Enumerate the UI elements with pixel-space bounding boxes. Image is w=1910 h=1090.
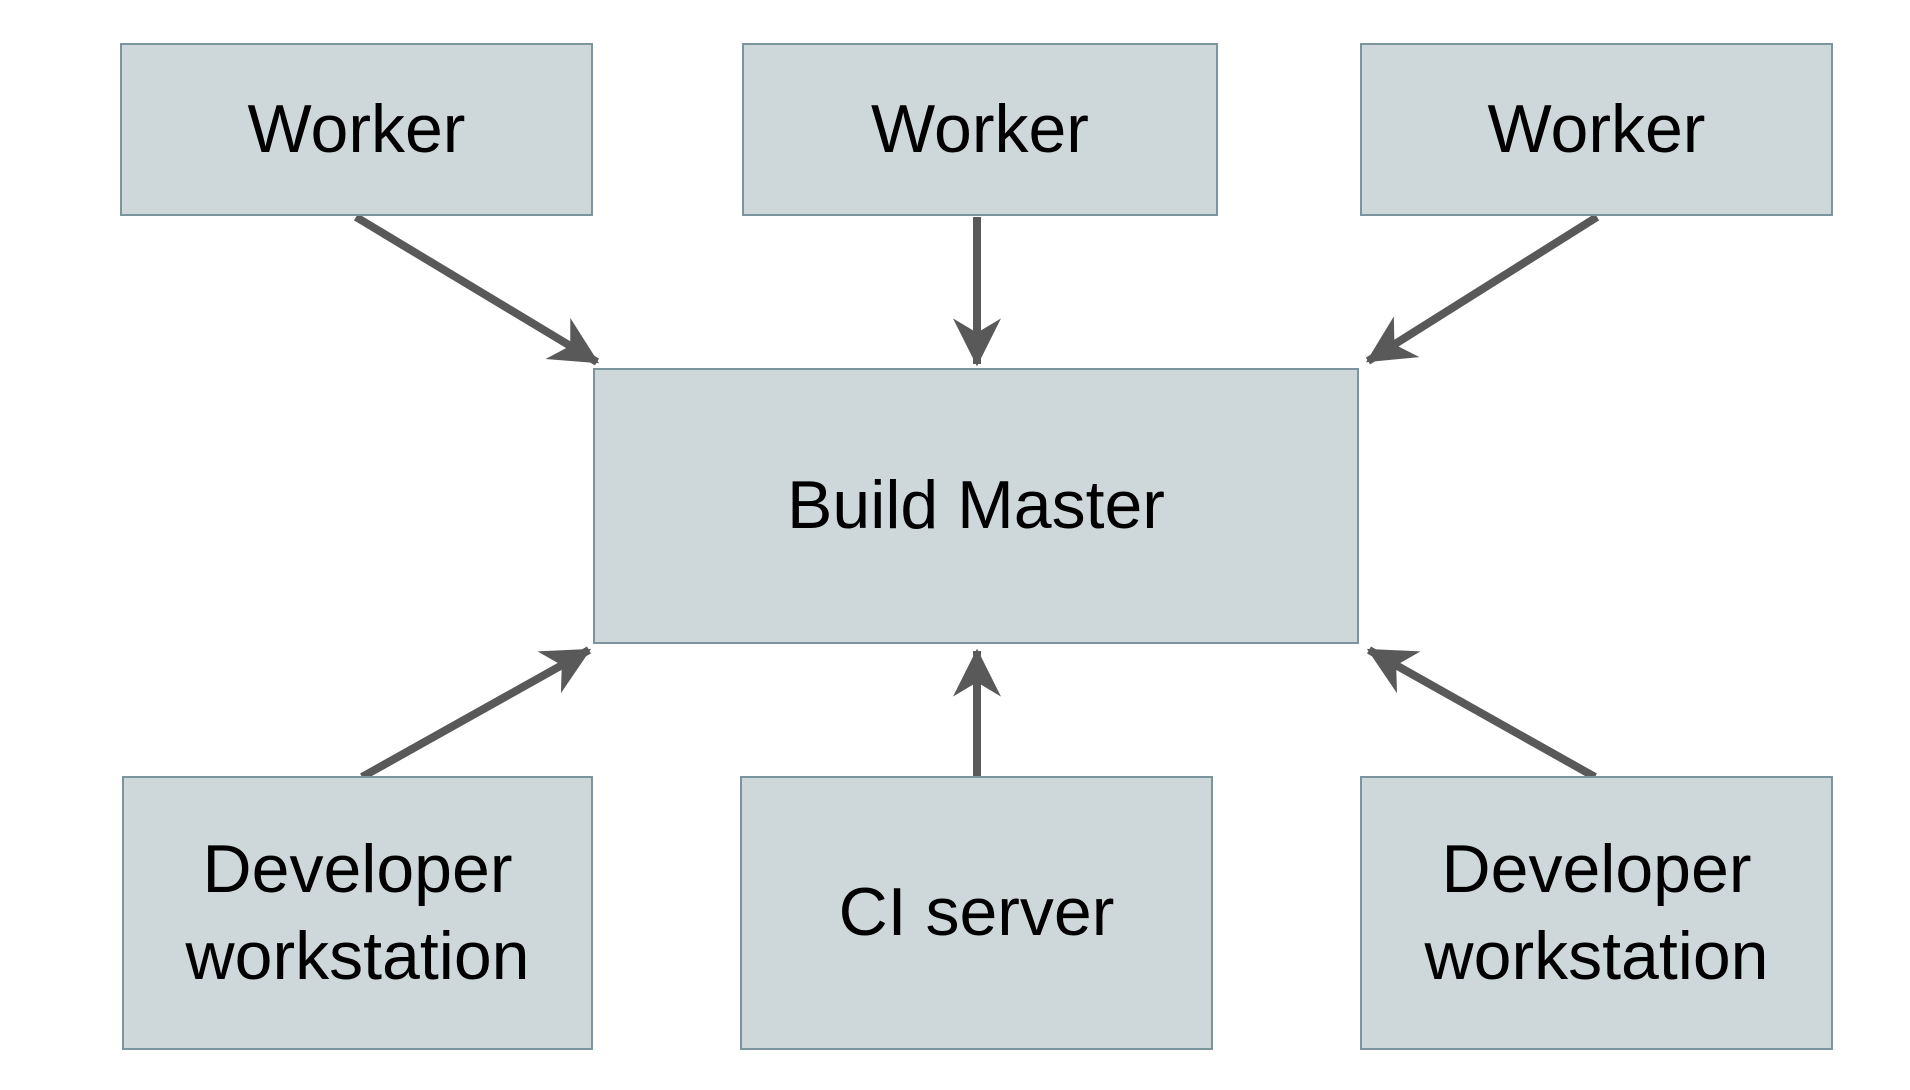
node-worker-3-label: Worker [1487,90,1706,167]
node-worker-3: Worker [1360,43,1833,216]
node-ci-server: CI server [740,776,1213,1050]
arrow-dev-right-to-build-master [1366,646,1597,781]
node-worker-2: Worker [742,43,1218,216]
node-worker-2-label: Worker [871,90,1089,167]
node-ci-server-label: CI server [838,874,1115,951]
arrow-dev-left-to-build-master [360,646,592,781]
node-developer-workstation-right-label: Developer workstation [1424,830,1769,994]
node-developer-workstation-left-label: Developer workstation [185,830,530,994]
arrow-worker3-to-build-master [1365,213,1600,365]
node-build-master: Build Master [593,368,1359,644]
node-developer-workstation-left: Developer workstation [122,776,593,1050]
node-worker-1-label: Worker [247,90,466,167]
arrow-worker1-to-build-master [353,213,600,366]
node-developer-workstation-right: Developer workstation [1360,776,1833,1050]
node-build-master-label: Build Master [787,467,1165,544]
node-worker-1: Worker [120,43,593,216]
